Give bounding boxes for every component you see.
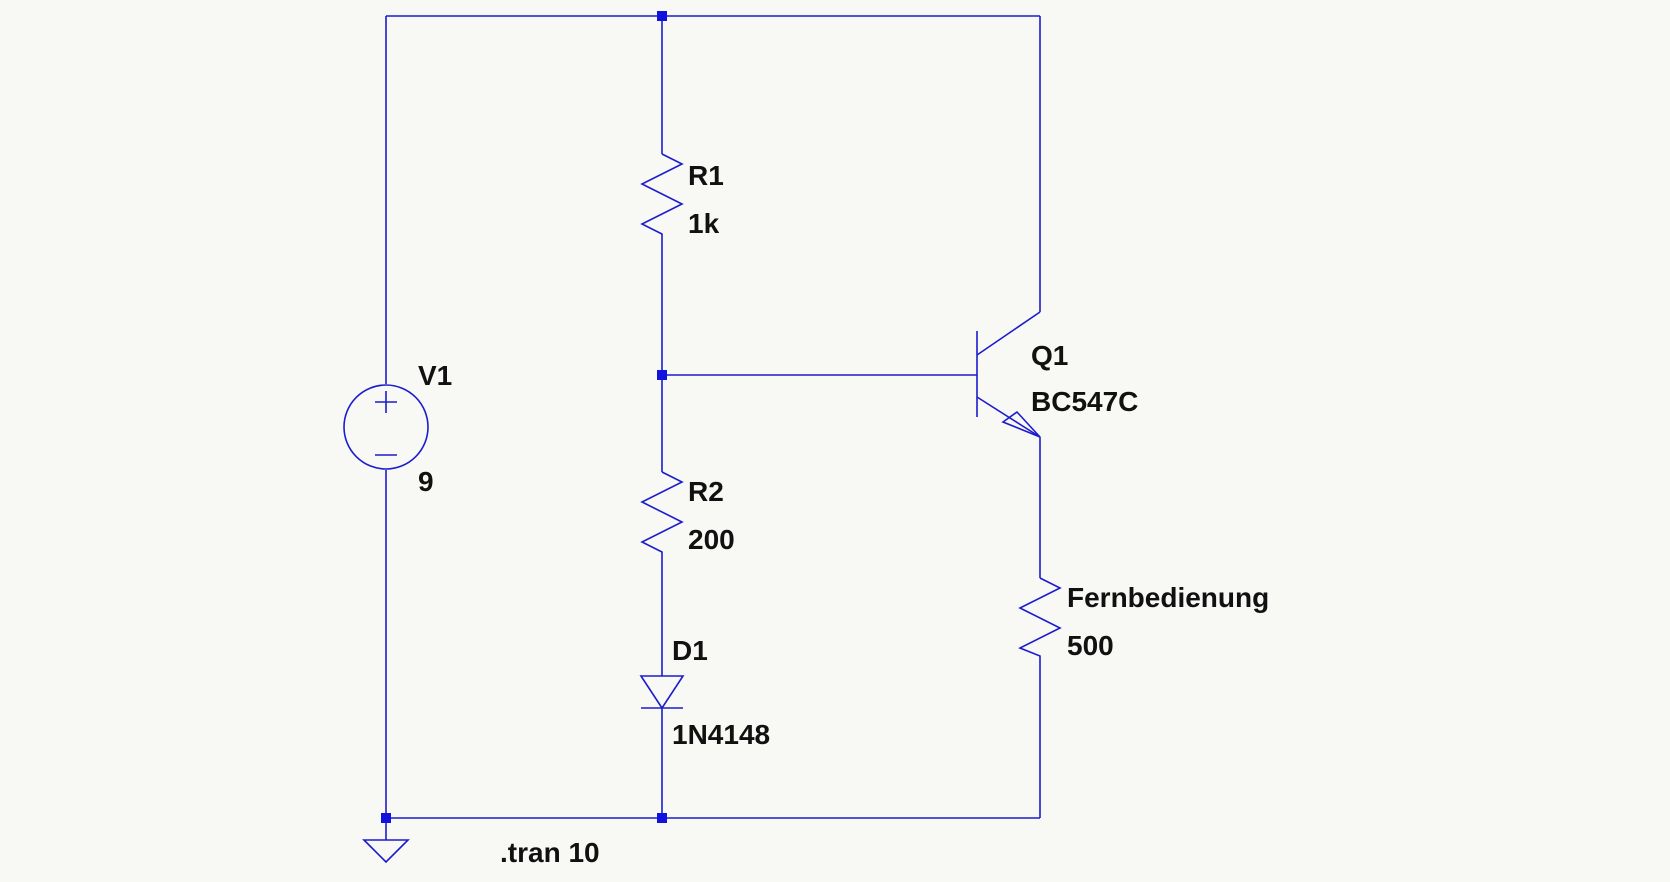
resistor-r2-symbol[interactable]: [640, 471, 684, 554]
v1-value-label[interactable]: 9: [418, 466, 434, 497]
transistor-emitter-lead: [976, 396, 1041, 438]
voltage-source-body: [343, 384, 429, 470]
ground-symbol[interactable]: [362, 818, 410, 864]
resistor-r1-symbol[interactable]: [640, 153, 684, 238]
transistor-emitter-arrow-icon: [1001, 410, 1041, 438]
wires: [385, 15, 1041, 819]
junction-dot: [657, 813, 667, 823]
voltage-source-v1[interactable]: [343, 384, 429, 470]
v1-name-label[interactable]: V1: [418, 360, 452, 391]
transistor-collector-lead: [976, 311, 1041, 356]
load-name-label[interactable]: Fernbedienung: [1067, 582, 1269, 613]
d1-value-label[interactable]: 1N4148: [672, 719, 770, 750]
r2-value-label[interactable]: 200: [688, 524, 735, 555]
load-value-label[interactable]: 500: [1067, 630, 1114, 661]
r1-name-label[interactable]: R1: [688, 160, 724, 191]
junction-dot: [657, 11, 667, 21]
resistor-load-symbol[interactable]: [1018, 577, 1062, 660]
junctions: [381, 11, 667, 823]
r1-value-label[interactable]: 1k: [688, 208, 720, 239]
d1-name-label[interactable]: D1: [672, 635, 708, 666]
r2-name-label[interactable]: R2: [688, 476, 724, 507]
junction-dot: [381, 813, 391, 823]
plus-sign-icon: [375, 391, 397, 413]
spice-directive[interactable]: .tran 10: [500, 837, 600, 868]
diode-triangle-icon: [639, 675, 685, 710]
junction-dot: [657, 370, 667, 380]
transistor-q1-symbol[interactable]: [976, 311, 1041, 438]
ground-triangle-icon: [362, 839, 410, 864]
q1-value-label[interactable]: BC547C: [1031, 386, 1138, 417]
diode-d1-symbol[interactable]: [639, 675, 685, 710]
q1-name-label[interactable]: Q1: [1031, 340, 1068, 371]
